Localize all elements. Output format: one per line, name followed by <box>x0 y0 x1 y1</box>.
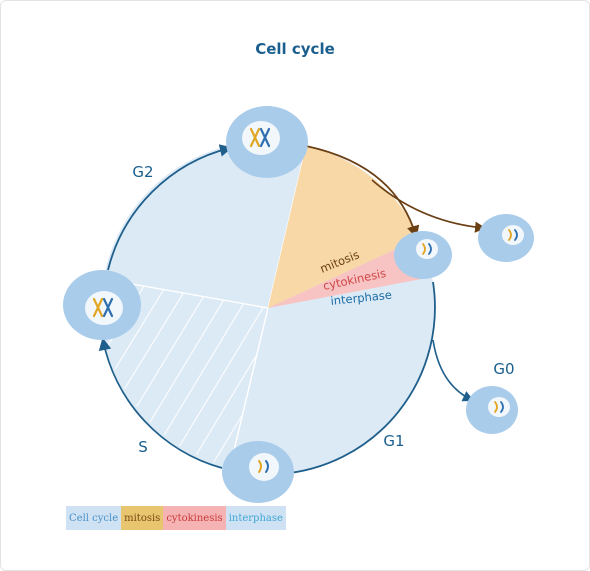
phase-label-g2: G2 <box>132 163 153 181</box>
cell-g0 <box>466 386 518 434</box>
cell-g2-mitosis <box>226 106 308 178</box>
arrow-division-exit <box>371 179 487 233</box>
legend-item-mitosis: mitosis <box>121 506 164 530</box>
legend-item-interphase: interphase <box>225 506 286 530</box>
chromosome-icon <box>92 297 114 318</box>
interphase-label: interphase <box>330 288 393 308</box>
cell-g1-s <box>222 441 294 503</box>
chromosome-icon <box>422 243 432 255</box>
cytokinesis-wedge <box>268 238 432 308</box>
legend-item-cell-cycle: Cell cycle <box>66 506 122 530</box>
arrow-to-g0 <box>432 339 475 402</box>
chromosome-icon <box>508 229 518 241</box>
arrow-g1 <box>277 281 436 480</box>
cell-exit <box>478 214 534 262</box>
cell-daughter <box>394 231 452 279</box>
diagram-title: Cell cycle <box>255 40 335 58</box>
arrow-mitosis <box>305 145 420 239</box>
divider-s-g1 <box>229 307 269 468</box>
legend-item-cytokinesis: cytokinesis <box>163 506 226 530</box>
mitosis-wedge <box>268 146 420 308</box>
phase-label-s: S <box>138 438 148 456</box>
phase-label-g1: G1 <box>383 432 404 450</box>
chromosome-icon <box>258 460 269 473</box>
chromosome-icon <box>494 401 504 413</box>
arrow-s <box>98 337 223 469</box>
phase-label-g0: G0 <box>493 360 514 378</box>
chromosome-icon <box>249 127 271 148</box>
arrow-g2 <box>107 144 233 271</box>
legend: Cell cycle mitosis cytokinesis interphas… <box>66 506 286 530</box>
cell-s-g2 <box>63 270 141 340</box>
